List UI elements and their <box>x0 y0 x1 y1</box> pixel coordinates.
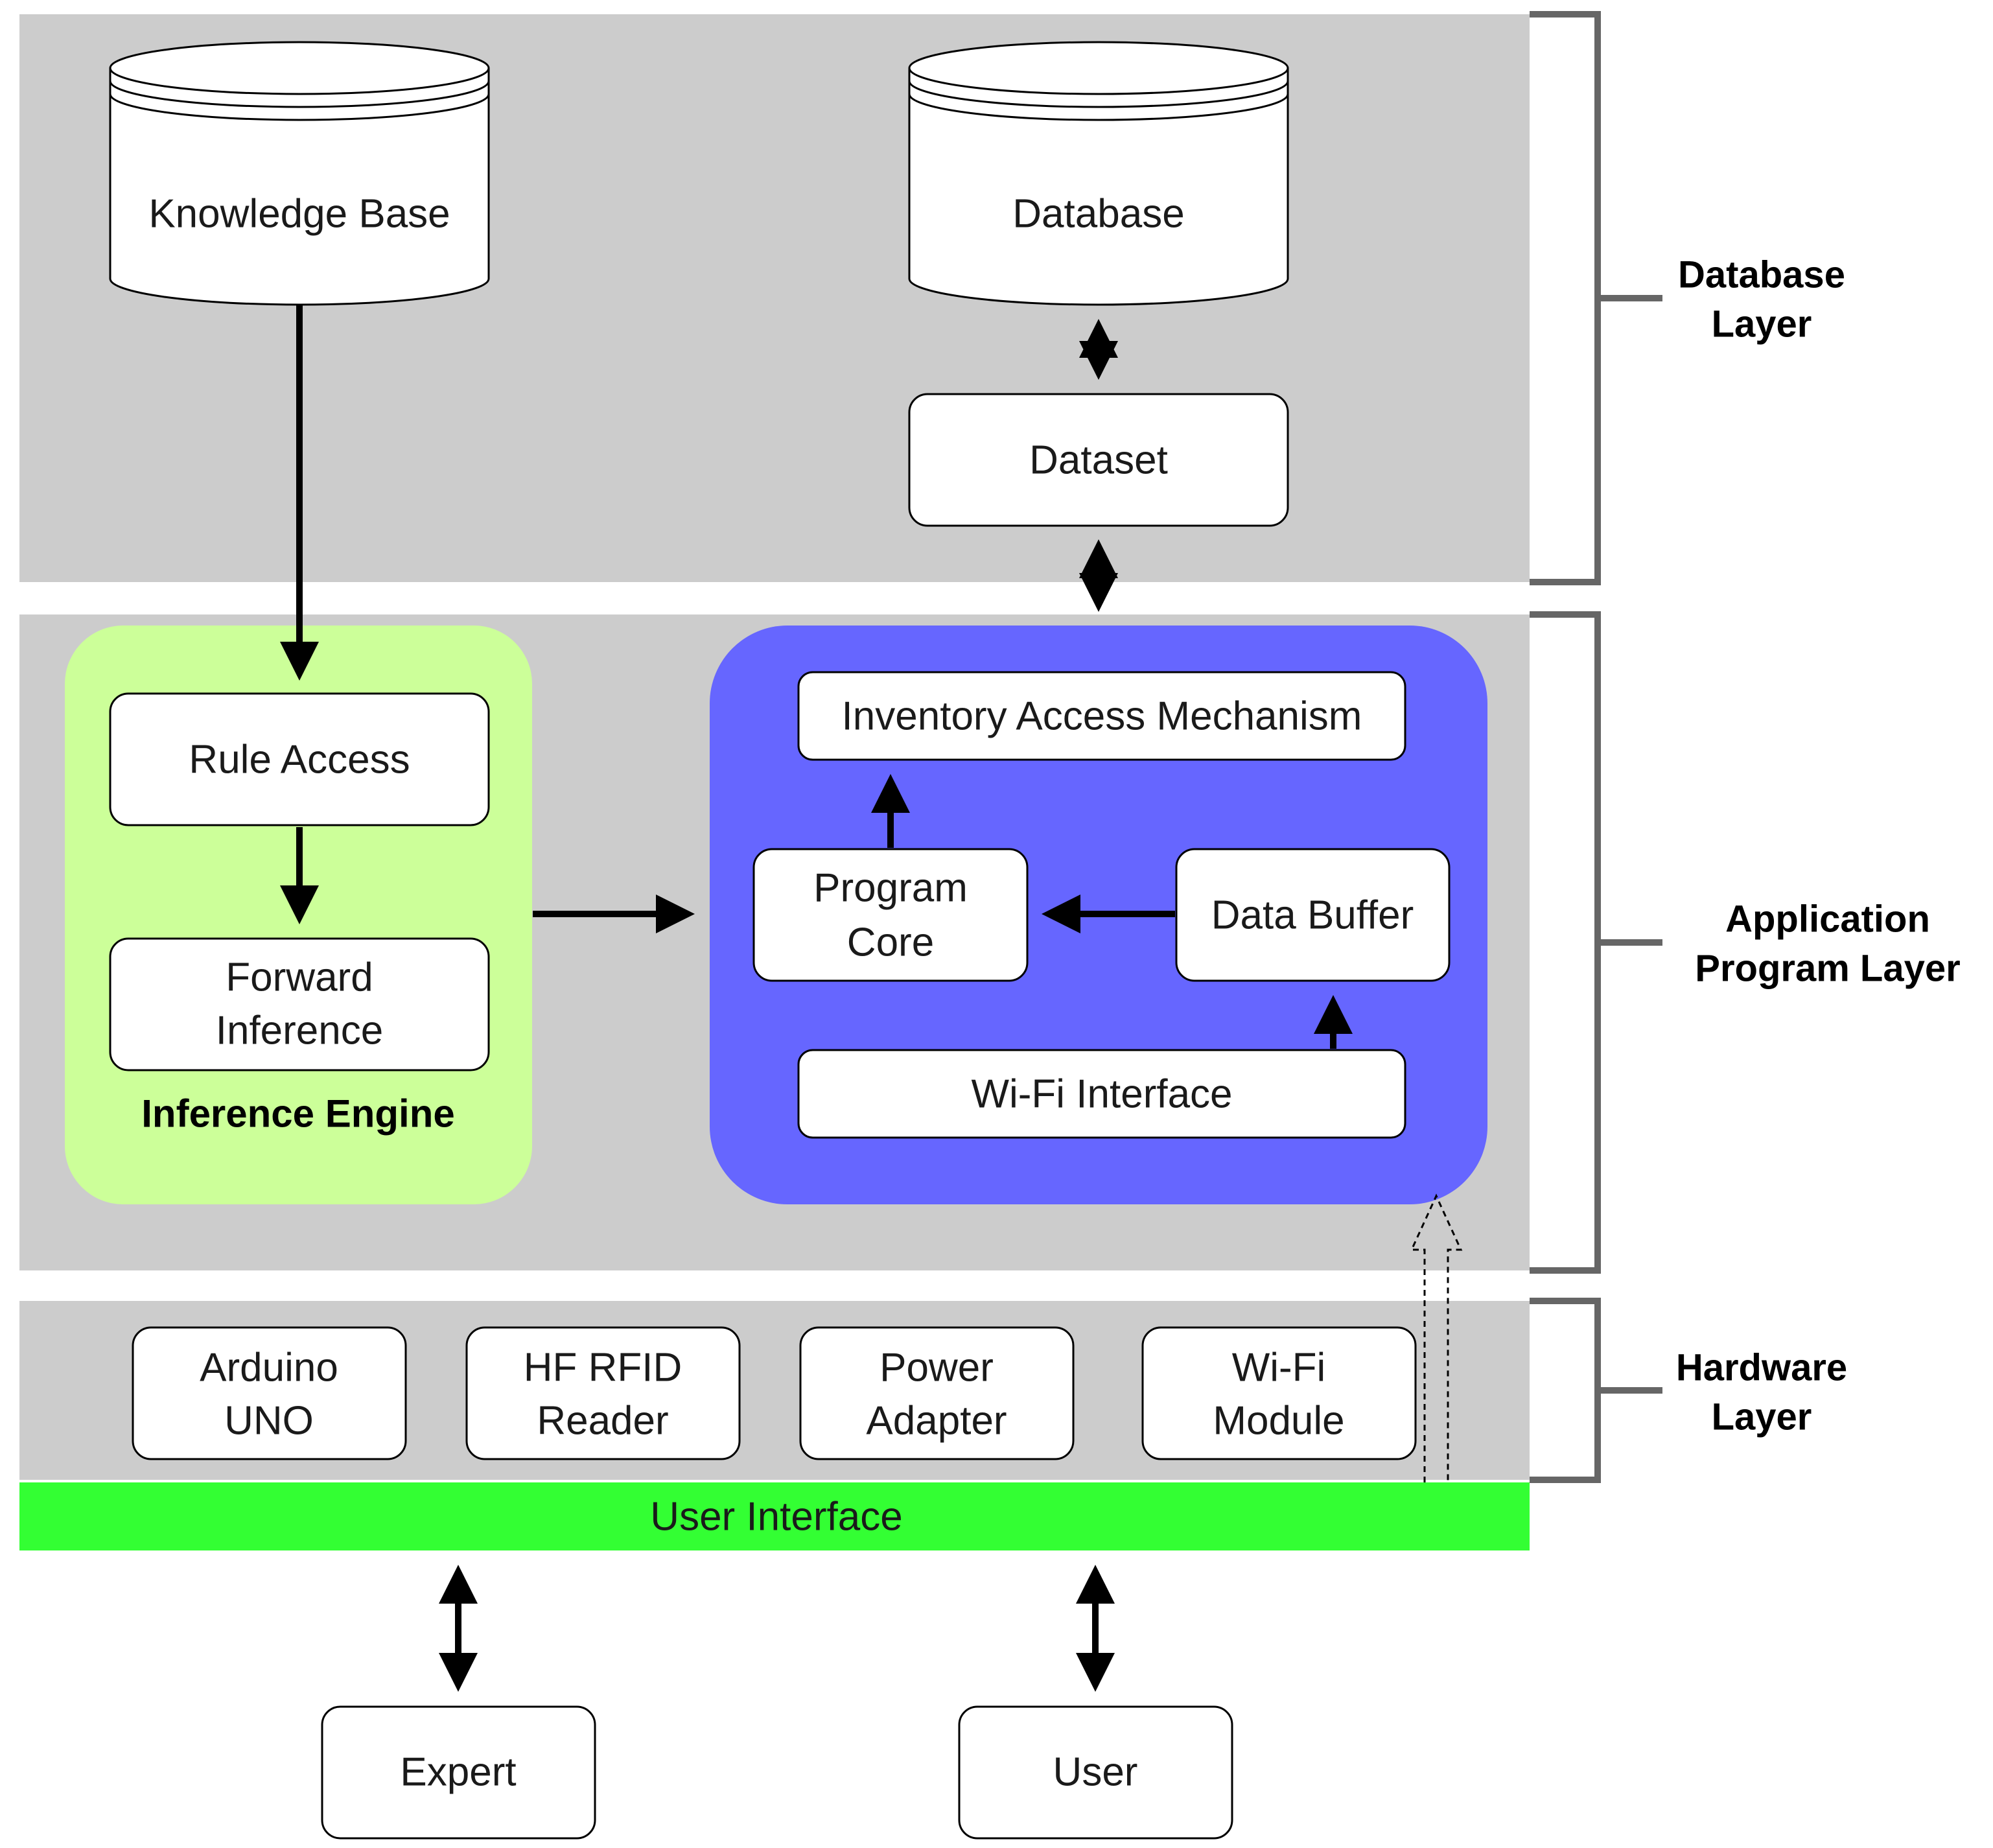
expert-box <box>321 1705 596 1840</box>
knowledge-base-label: Knowledge Base <box>148 192 450 237</box>
hardware-device-arduino-uno: Arduino UNO <box>132 1326 407 1460</box>
program-core-label-line2: Core <box>847 920 934 965</box>
arduino-uno-label-line2: UNO <box>224 1399 314 1444</box>
program-core-box <box>752 848 1029 982</box>
program-core-label-line1: Program <box>813 866 968 911</box>
database-layer-label-line2: Layer <box>1712 303 1812 345</box>
dashed-arrow-hardware-to-program-block <box>1410 1193 1463 1482</box>
application-layer-bracket <box>1530 611 1662 1274</box>
hardware-device-hf-rfid-reader: HF RFID Reader <box>465 1326 741 1460</box>
wifi-interface-box <box>797 1049 1406 1139</box>
dataset-box <box>908 393 1289 527</box>
arduino-uno-label-line1: Arduino <box>200 1346 338 1390</box>
database-cylinder: Database <box>908 41 1289 306</box>
rule-access-label: Rule Access <box>189 738 410 782</box>
hardware-layer-bracket <box>1530 1298 1662 1483</box>
rule-access-box <box>109 692 490 826</box>
dataset-label: Dataset <box>1029 438 1168 483</box>
hardware-layer-label-line2: Layer <box>1712 1396 1812 1438</box>
inventory-access-box <box>797 671 1406 761</box>
data-buffer-label: Data Buffer <box>1211 893 1414 938</box>
forward-inference-label-line2: Inference <box>216 1009 384 1053</box>
user-box <box>958 1705 1233 1840</box>
data-buffer-box <box>1175 848 1451 982</box>
application-layer-label-line1: Application <box>1725 898 1930 941</box>
wifi-module-label-line2: Module <box>1213 1399 1344 1444</box>
power-adapter-label-line1: Power <box>880 1346 994 1390</box>
wifi-interface-label: Wi-Fi Interface <box>971 1072 1232 1117</box>
database-label: Database <box>1012 192 1184 237</box>
database-layer-label-line1: Database <box>1678 254 1845 296</box>
hf-rfid-reader-label-line1: HF RFID <box>524 1346 682 1390</box>
user-label: User <box>1053 1750 1138 1795</box>
hardware-device-wifi-module: Wi-Fi Module <box>1141 1326 1417 1460</box>
user-interface-bar <box>19 1482 1530 1550</box>
forward-inference-label-line1: Forward <box>226 955 373 1000</box>
knowledge-base-cylinder: Knowledge Base <box>109 41 490 306</box>
hf-rfid-reader-label-line2: Reader <box>537 1399 668 1444</box>
expert-label: Expert <box>400 1750 516 1795</box>
application-layer-label-line2: Program Layer <box>1695 948 1960 990</box>
inference-engine-title: Inference Engine <box>141 1092 454 1136</box>
hardware-layer-label-line1: Hardware <box>1676 1347 1847 1389</box>
inventory-access-label: Inventory Access Mechanism <box>842 694 1362 739</box>
power-adapter-label-line2: Adapter <box>866 1399 1007 1444</box>
database-layer-bracket <box>1530 11 1662 585</box>
hardware-device-power-adapter: Power Adapter <box>799 1326 1075 1460</box>
forward-inference-box <box>109 937 490 1071</box>
user-interface-label: User Interface <box>650 1495 902 1539</box>
wifi-module-label-line1: Wi-Fi <box>1232 1346 1326 1390</box>
